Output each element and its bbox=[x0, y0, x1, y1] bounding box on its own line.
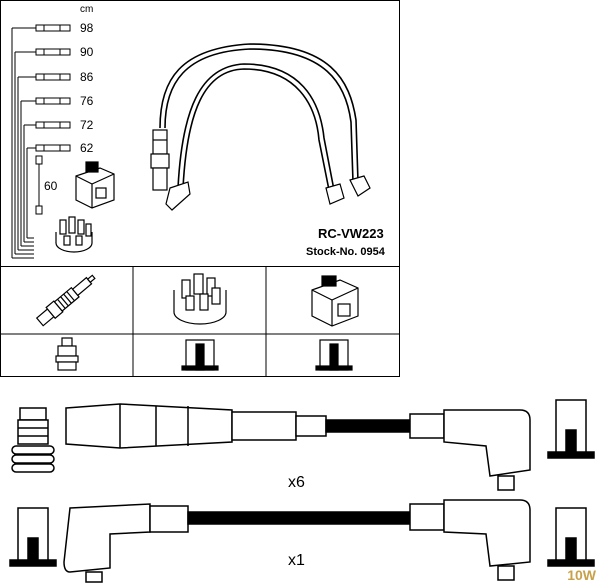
angled-boot-detail-lower-left bbox=[63, 503, 411, 583]
spark-plug-icon bbox=[35, 274, 96, 327]
scale-connectors bbox=[35, 24, 71, 215]
plug-boot-detail bbox=[11, 407, 55, 473]
plug-terminal-icon bbox=[55, 337, 79, 371]
distributor-small-icon bbox=[55, 216, 93, 253]
cap-terminal-icon bbox=[181, 339, 219, 371]
set-code: RC-VW223 bbox=[318, 226, 384, 241]
angled-boot-detail-lower-right bbox=[409, 499, 531, 581]
component-table bbox=[0, 266, 400, 377]
multiplier-upper: x6 bbox=[288, 474, 305, 491]
distributor-cap-icon bbox=[173, 273, 227, 325]
coil-terminal-icon bbox=[315, 339, 353, 371]
length-label-98: 98 bbox=[80, 21, 94, 35]
length-label-90: 90 bbox=[80, 45, 94, 59]
length-label-62: 62 bbox=[80, 141, 94, 155]
stock-number: Stock-No. 0954 bbox=[306, 246, 385, 258]
angled-boot-detail-upper bbox=[409, 409, 531, 491]
length-label-72: 72 bbox=[80, 118, 94, 132]
length-label-60: 60 bbox=[44, 179, 58, 193]
angled-boot-left bbox=[165, 181, 191, 211]
straight-boot-detail bbox=[65, 403, 411, 449]
length-unit-label: cm bbox=[80, 4, 94, 15]
length-label-86: 86 bbox=[80, 70, 94, 84]
coil-small-icon bbox=[75, 161, 115, 209]
angled-boot-right-2 bbox=[349, 175, 371, 197]
length-label-76: 76 bbox=[80, 94, 94, 108]
angled-boot-right-1 bbox=[325, 183, 345, 205]
multiplier-lower: x1 bbox=[288, 552, 305, 569]
cable-pair bbox=[159, 43, 359, 191]
ignition-coil-icon bbox=[311, 275, 359, 327]
length-scale bbox=[11, 27, 36, 259]
terminal-detail-lower-right bbox=[547, 507, 595, 567]
terminal-detail-lower-left bbox=[9, 507, 57, 567]
watermark: 10W bbox=[565, 567, 598, 583]
table-grid bbox=[0, 266, 400, 377]
spark-plug-connector bbox=[150, 129, 170, 191]
terminal-detail-upper bbox=[547, 399, 595, 459]
